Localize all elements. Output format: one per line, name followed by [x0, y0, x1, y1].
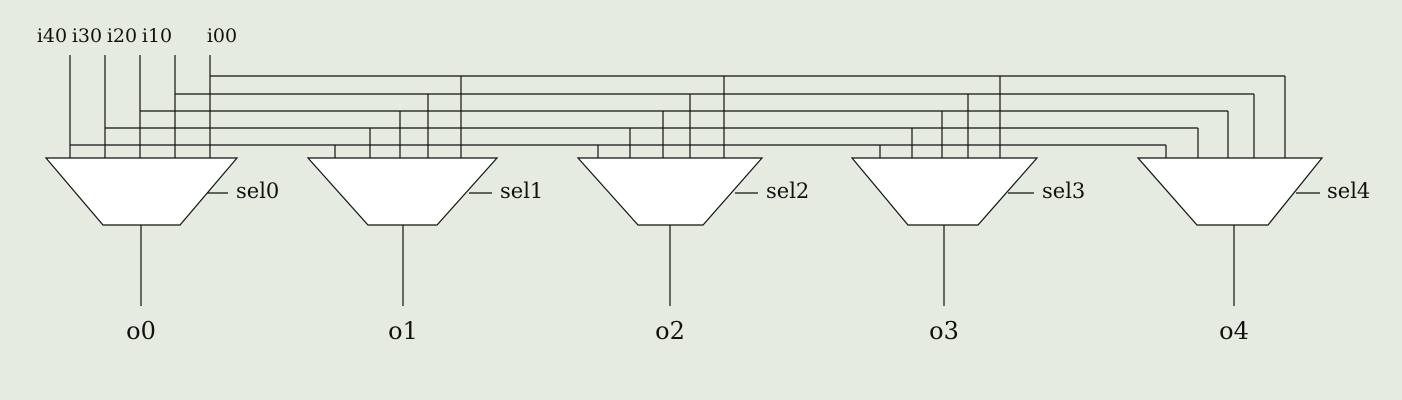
input-label-i40: i40 [37, 25, 67, 47]
output-label-o4: o4 [1219, 317, 1249, 345]
sel-label-3: sel3 [1042, 179, 1085, 203]
input-label-i00: i00 [207, 25, 237, 47]
sel-label-1: sel1 [500, 179, 543, 203]
mux-1 [306, 157, 499, 226]
mux-4 [1136, 157, 1324, 226]
input-label-i10: i10 [142, 25, 172, 47]
wiring [69, 55, 1320, 306]
sel-label-4: sel4 [1327, 179, 1370, 203]
mux-array [44, 157, 1324, 226]
output-label-o1: o1 [388, 317, 418, 345]
mux-0 [44, 157, 239, 226]
input-label-i30: i30 [72, 25, 102, 47]
mux-3 [850, 157, 1039, 226]
input-label-i20: i20 [107, 25, 137, 47]
output-label-o3: o3 [929, 317, 959, 345]
mux-2 [576, 157, 764, 226]
sel-label-2: sel2 [766, 179, 809, 203]
output-label-o0: o0 [126, 317, 156, 345]
sel-label-0: sel0 [236, 179, 279, 203]
output-label-o2: o2 [655, 317, 685, 345]
